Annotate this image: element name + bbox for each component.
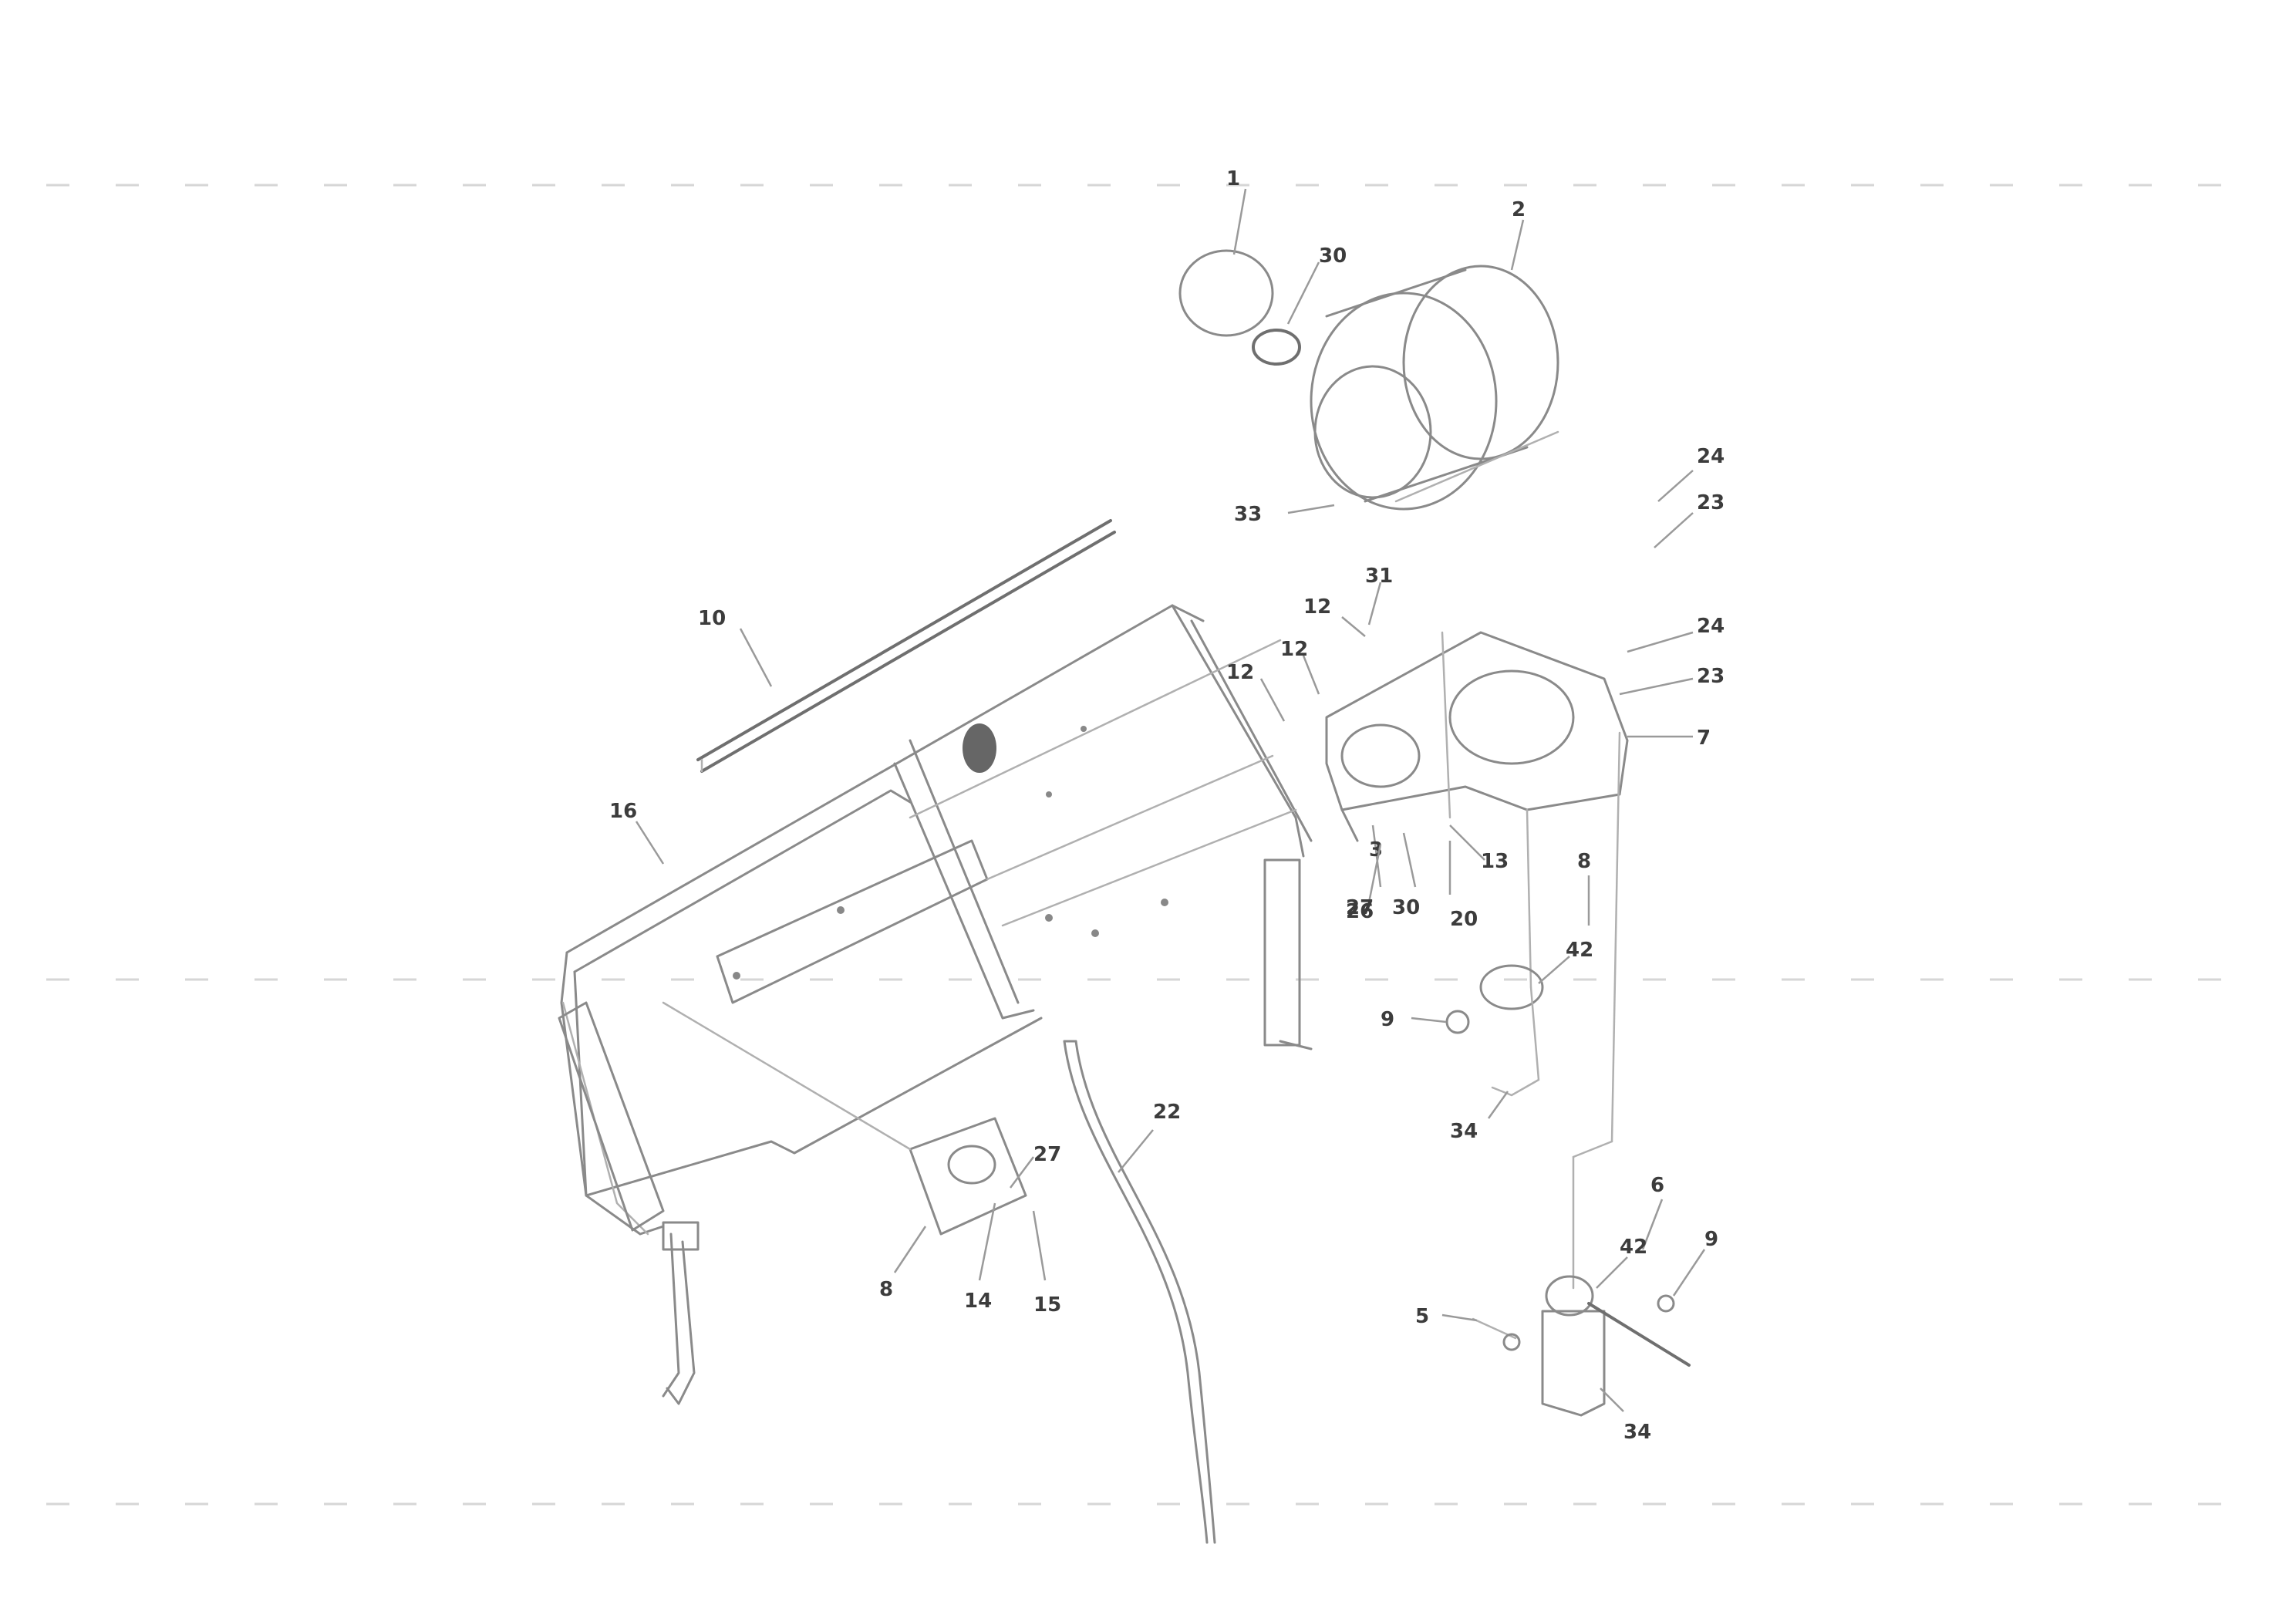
- mid-switch: [1445, 964, 1544, 1097]
- callout-8-mid: 8: [1577, 850, 1591, 873]
- callout-42-mid: 42: [1566, 939, 1593, 962]
- gearbox-block: [1325, 631, 1629, 1290]
- callout-2: 2: [1512, 198, 1526, 221]
- callouts: 1 2 30 33 24 23 31 10 12 12 12 24 23 7 1: [609, 167, 1725, 1444]
- callout-7: 7: [1697, 727, 1711, 750]
- callout-12-a: 12: [1303, 595, 1331, 619]
- page-border-dashes: [46, 184, 2252, 1506]
- lower-bracket: [662, 1001, 1027, 1236]
- callout-8-low: 8: [879, 1278, 893, 1301]
- callout-42-low: 42: [1620, 1236, 1647, 1259]
- callout-9-mid: 9: [1381, 1008, 1394, 1031]
- callout-24-top: 24: [1697, 445, 1725, 468]
- callout-1-top: 1: [1226, 167, 1240, 191]
- callout-5: 5: [1415, 1305, 1429, 1328]
- callout-20: 20: [1450, 908, 1478, 931]
- callout-34-low: 34: [1623, 1421, 1651, 1444]
- callout-30-mid: 30: [1392, 896, 1420, 919]
- callout-30-top: 30: [1319, 244, 1347, 268]
- callout-23-top: 23: [1697, 491, 1725, 514]
- long-rod: [696, 519, 1116, 773]
- lever-assembly: [1472, 1275, 1691, 1417]
- callout-13: 13: [1481, 850, 1509, 873]
- callout-15: 15: [1033, 1293, 1061, 1317]
- callout-33: 33: [1234, 503, 1262, 526]
- callout-3: 3: [1369, 838, 1383, 862]
- callout-6: 6: [1650, 1174, 1664, 1197]
- callout-31: 31: [1365, 565, 1393, 588]
- callout-26: 26: [1346, 900, 1374, 923]
- callout-12-c: 12: [1226, 661, 1254, 684]
- callout-10: 10: [698, 607, 726, 630]
- callout-34-mid: 34: [1450, 1120, 1478, 1143]
- callout-9-low: 9: [1704, 1228, 1718, 1251]
- callout-23-mid: 23: [1697, 665, 1725, 688]
- cable: [1063, 1040, 1216, 1544]
- callout-24-mid: 24: [1697, 615, 1725, 638]
- callout-12-b: 12: [1280, 638, 1308, 661]
- callout-27-mid: 27: [1346, 896, 1374, 919]
- main-housing: [558, 604, 1313, 1405]
- callout-14: 14: [964, 1290, 992, 1313]
- gasket-icon: [963, 723, 996, 773]
- motor-cylinder: [1178, 249, 1559, 511]
- callout-16: 16: [609, 800, 637, 823]
- callout-27-low: 27: [1033, 1143, 1061, 1166]
- callout-22: 22: [1153, 1101, 1181, 1124]
